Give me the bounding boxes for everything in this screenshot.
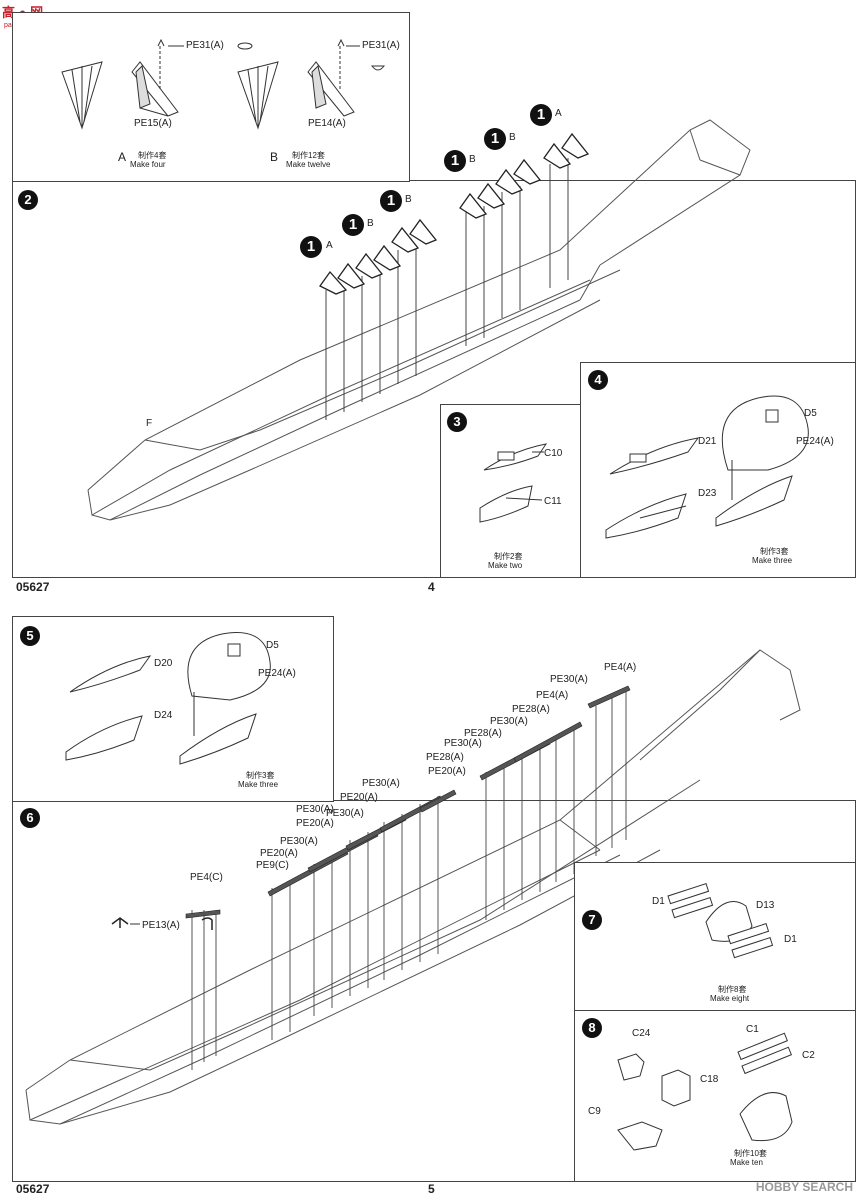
part-label: PE4(A) xyxy=(536,690,569,701)
page-number: 4 xyxy=(428,580,435,594)
subassembly-letter: A xyxy=(118,150,127,164)
step-3-drawing xyxy=(479,443,548,523)
part-label: PE20(A) xyxy=(428,766,466,777)
quantity-en: Make ten xyxy=(730,1158,763,1167)
callout-badge: 1 xyxy=(444,150,466,172)
part-label: C24 xyxy=(632,1028,651,1039)
step-badge: 8 xyxy=(582,1018,602,1038)
quantity-en: Make eight xyxy=(710,994,750,1003)
quantity-cn: 制作12套 xyxy=(292,151,325,160)
step-8-frame xyxy=(574,1010,856,1182)
part-label: PE28(A) xyxy=(512,704,550,715)
part-label: D5 xyxy=(804,408,817,419)
callout-badge: 1 xyxy=(380,190,402,212)
page-number: 5 xyxy=(428,1182,435,1196)
quantity-cn: 制作3套 xyxy=(760,547,789,556)
part-label: C11 xyxy=(544,496,562,507)
step-badge: 6 xyxy=(20,808,40,828)
part-label: D5 xyxy=(266,640,279,651)
callout-letter: B xyxy=(469,154,476,165)
kit-code: 05627 xyxy=(16,580,50,594)
part-label: PE20(A) xyxy=(340,792,378,803)
quantity-en: Make three xyxy=(238,780,279,789)
step-5-drawing xyxy=(65,632,271,765)
part-label: C9 xyxy=(588,1106,601,1117)
callout-letter: A xyxy=(326,240,333,251)
part-label: C10 xyxy=(544,448,563,459)
subassembly-letter: B xyxy=(270,150,279,164)
callout-letter: A xyxy=(555,108,562,119)
quantity-en: Make twelve xyxy=(286,160,331,169)
quantity-cn: 制作3套 xyxy=(246,771,275,780)
part-label: PE30(A) xyxy=(280,836,318,847)
part-label: PE30(A) xyxy=(490,716,528,727)
part-label: F xyxy=(146,418,153,429)
subassembly-drawing xyxy=(61,38,386,130)
instruction-page-5: 5 D20 D24 D5 PE24(A) 制作3套 Make three xyxy=(0,600,863,1200)
part-label: PE24(A) xyxy=(258,668,296,679)
part-label: PE31(A) xyxy=(362,40,400,51)
part-label: PE30(A) xyxy=(362,778,400,789)
part-label: PE13(A) xyxy=(142,920,180,931)
instruction-page-4: 高 ● 网 pacnshou.com PE31(A) PE15(A) PE31(… xyxy=(2,5,856,594)
quantity-cn: 制作8套 xyxy=(718,985,747,994)
quantity-cn: 制作4套 xyxy=(138,151,167,160)
part-label: PE30(A) xyxy=(296,804,334,815)
callout-letter: B xyxy=(405,194,412,205)
hull-drawing xyxy=(87,119,751,521)
callout-badge: 1 xyxy=(342,214,364,236)
part-label: PE14(A) xyxy=(308,118,346,129)
quantity-en: Make four xyxy=(130,160,166,169)
quantity-en: Make three xyxy=(752,556,793,565)
callout-badge: 1 xyxy=(530,104,552,126)
step-badge: 2 xyxy=(18,190,38,210)
part-label: D1 xyxy=(652,896,665,907)
part-label: PE31(A) xyxy=(186,40,224,51)
part-label: PE28(A) xyxy=(464,728,502,739)
part-label: PE20(A) xyxy=(260,848,298,859)
step-7-drawing xyxy=(667,883,774,959)
part-label: D21 xyxy=(698,436,717,447)
part-label: C1 xyxy=(746,1024,759,1035)
part-label: D20 xyxy=(154,658,173,669)
callout-badge: 1 xyxy=(300,236,322,258)
part-label: D1 xyxy=(784,934,797,945)
part-label: PE20(A) xyxy=(296,818,334,829)
part-label: D13 xyxy=(756,900,775,911)
step-badge: 4 xyxy=(588,370,608,390)
part-label: PE15(A) xyxy=(134,118,172,129)
kit-code: 05627 xyxy=(16,1182,50,1196)
step-3-frame xyxy=(440,404,582,578)
part-label: D23 xyxy=(698,488,717,499)
step-badge: 3 xyxy=(447,412,467,432)
part-label: PE30(A) xyxy=(550,674,588,685)
watermark: HOBBY SEARCH xyxy=(755,1180,853,1194)
quantity-cn: 制作10套 xyxy=(734,1149,767,1158)
step-5-frame xyxy=(12,616,334,802)
quantity-en: Make two xyxy=(488,561,523,570)
part-label: PE24(A) xyxy=(796,436,834,447)
step-6-hull-drawing xyxy=(25,649,801,1125)
part-label: PE4(A) xyxy=(604,662,637,673)
part-label: C2 xyxy=(802,1050,815,1061)
step-badge: 5 xyxy=(20,626,40,646)
part-label: PE30(A) xyxy=(326,808,364,819)
part-label: PE9(C) xyxy=(256,860,289,871)
step-badge: 7 xyxy=(582,910,602,930)
step-4-drawing xyxy=(605,395,809,539)
part-label: PE30(A) xyxy=(444,738,482,749)
part-label: C18 xyxy=(700,1074,719,1085)
part-label: PE4(C) xyxy=(190,872,223,883)
part-label: D24 xyxy=(154,710,173,721)
callout-letter: B xyxy=(367,218,374,229)
step-8-drawing xyxy=(617,1032,793,1151)
quantity-cn: 制作2套 xyxy=(494,552,523,561)
callout-letter: B xyxy=(509,132,516,143)
part-label: PE28(A) xyxy=(426,752,464,763)
callout-badge: 1 xyxy=(484,128,506,150)
